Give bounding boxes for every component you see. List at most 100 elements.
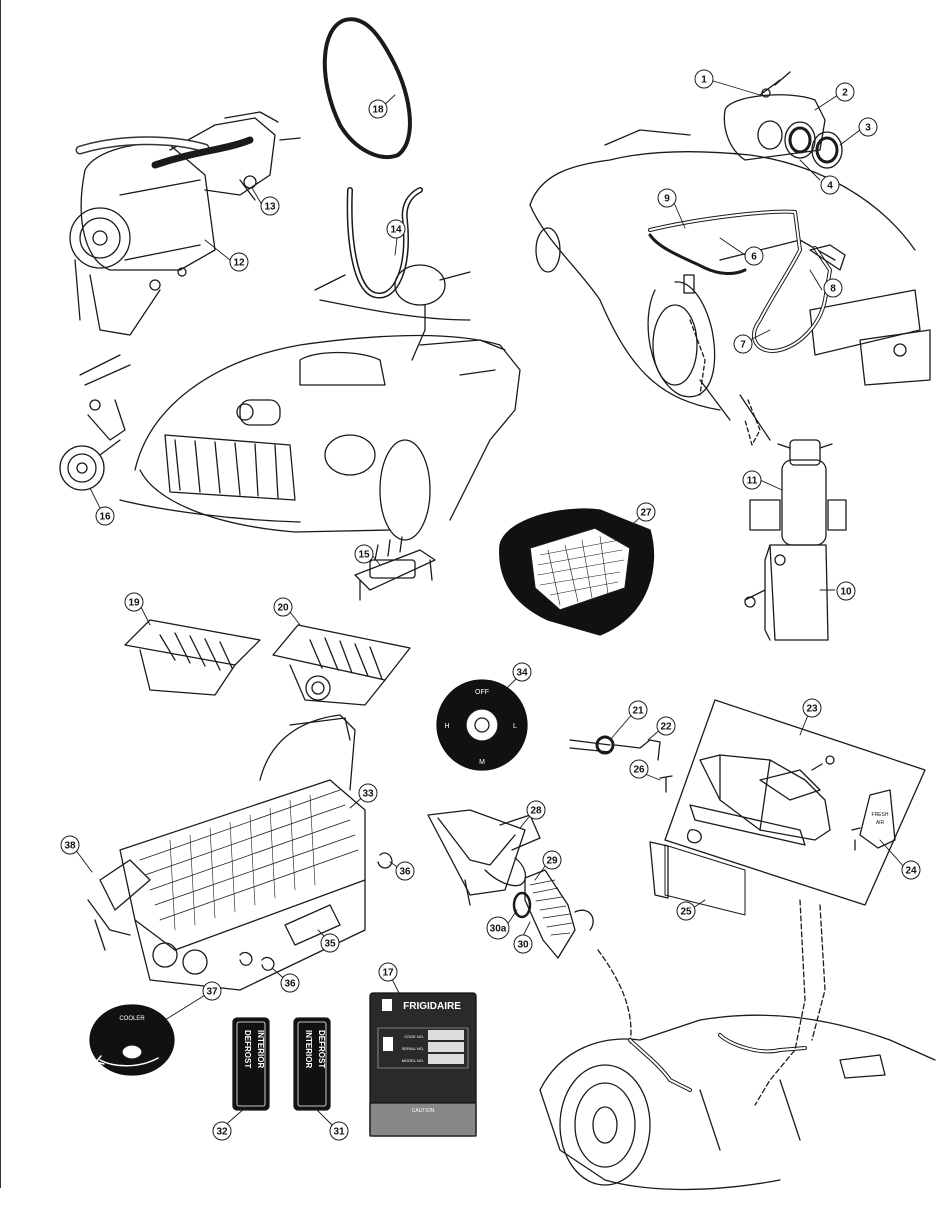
callout-18: 19 [124,592,144,612]
callout-35: 35 [320,933,340,953]
control-assembly [569,699,926,916]
callout-number: 35 [324,939,336,950]
callout-number: 7 [740,340,746,351]
callout-16: 17 [378,962,398,982]
drive-belt [322,17,412,159]
callout-22: 23 [802,698,822,718]
callout-number: 34 [516,668,528,679]
callout-number: 3 [865,123,871,134]
callout-26: 27 [636,502,656,522]
callout-number: 25 [680,907,692,918]
callout-number: 32 [216,1127,228,1138]
callout-17: 18 [368,99,388,119]
callout-number: 23 [806,704,818,715]
decal-32-left: DEFROST [243,1030,252,1068]
callout-circle [744,246,764,266]
knob-label-h: H [444,723,449,730]
callout-number: 6 [751,252,757,263]
callout-circle [358,783,378,803]
callout-19: 20 [273,597,293,617]
callout-circle [320,933,340,953]
callout-2: 2 [835,82,855,102]
callout-27: 28 [526,800,546,820]
callout-circle [742,470,762,490]
decal-32-text: DEFROST INTERIOR [243,1030,265,1068]
callout-circle [836,581,856,601]
callout-circle [657,188,677,208]
callout-circle [526,800,546,820]
callout-circle [202,981,222,1001]
callout-circle [354,544,374,564]
callout-5: 6 [744,246,764,266]
car-front-left [119,274,521,541]
callout-13: 14 [386,219,406,239]
callout-circle [395,861,415,881]
callout-number: 14 [390,225,402,236]
callout-14: 15 [354,544,374,564]
fresh-air-line1: FRESH [872,812,889,818]
callout-circle [802,698,822,718]
leader-lines [71,79,906,1129]
callout-number: 38 [64,841,76,852]
knob-label-off: OFF [475,689,489,696]
selector-knob-labels: OFF H L M [444,689,517,766]
callout-number: 18 [372,105,384,116]
callout-circle [486,916,510,940]
car-rear-right [529,71,931,446]
callout-circle [628,700,648,720]
callout-circle [386,219,406,239]
knob-label-m: M [479,759,485,766]
callout-number: 36 [399,867,411,878]
callout-number: 11 [747,476,758,487]
cooler-disc-label: COOLER [119,1016,145,1022]
fresh-air-line2: AIR [876,820,885,826]
car-side-bottom [539,899,936,1191]
callout-number: 30 [517,940,529,951]
callout-33: 33 [358,783,378,803]
callout-number: 4 [827,181,833,192]
callout-number: 8 [830,284,836,295]
callout-circle [260,196,280,216]
callout-circle [820,175,840,195]
cooler-disc [89,1004,175,1076]
callout-circle [368,99,388,119]
callout-number: 16 [99,512,111,523]
callout-circle [60,835,80,855]
decal-31-text: INTERIOR DEFROST [304,1030,326,1068]
callout-number: 20 [277,603,289,614]
callout-circle [212,1121,232,1141]
callout-7: 8 [823,278,843,298]
callout-8: 9 [657,188,677,208]
receiver-drier [744,439,847,641]
resistor-block [354,536,436,601]
callout-15: 16 [95,506,115,526]
callout-number: 13 [264,202,276,213]
callout-circle [280,973,300,993]
filter-pad [499,508,655,636]
callout-25: 26 [629,759,649,779]
callout-circle [858,117,878,137]
decal-31 [293,1017,331,1111]
callout-circle [823,278,843,298]
plate-row-3-label: MODEL NO. [402,1058,424,1063]
callout-6: 7 [733,334,753,354]
callout-circle [901,860,921,880]
callout-34: 34 [512,662,532,682]
decal-32 [232,1017,270,1111]
callout-number: 24 [905,866,917,877]
callout-30: 30 [513,934,533,954]
callout-number: 12 [233,258,245,269]
callout-number: 27 [640,508,652,519]
compressor-assembly [69,111,301,336]
callout-number: 33 [362,789,374,800]
callout-circle [676,901,696,921]
callout-24: 25 [676,901,696,921]
compressor-hose [346,187,471,361]
plate-brand: FRIGIDAIRE [403,1001,461,1012]
callout-number: 21 [632,706,644,717]
callout-number: 37 [206,987,218,998]
callout-number: 15 [358,550,370,561]
